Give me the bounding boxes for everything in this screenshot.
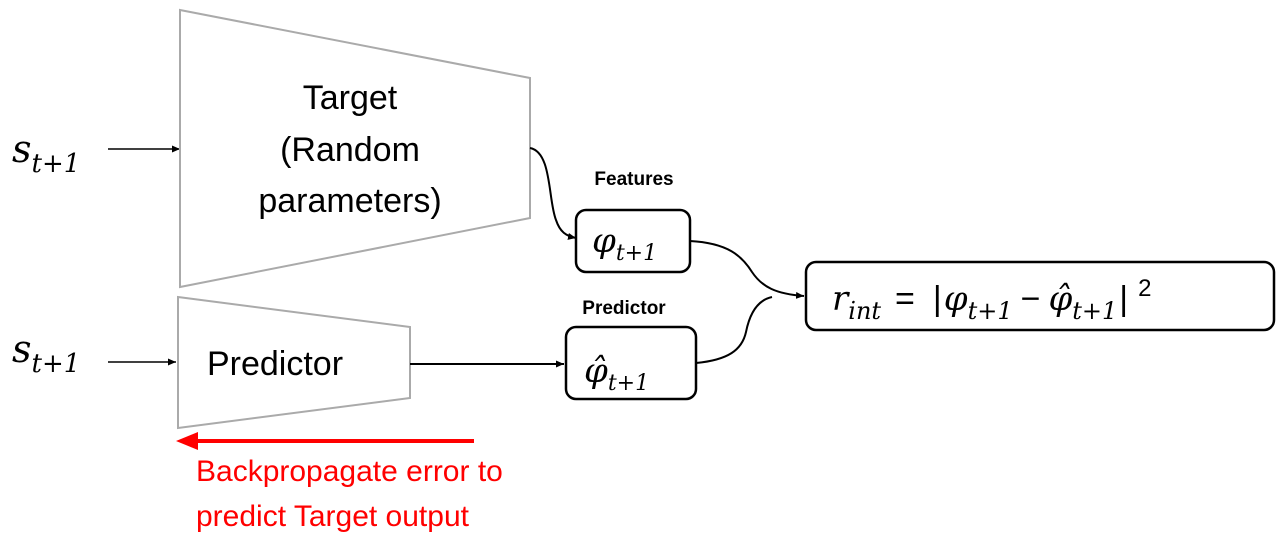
reward-term1: φ — [944, 279, 968, 319]
target-network-shape — [179, 8, 531, 289]
backprop-caption: Backpropagate error to predict Target ou… — [196, 455, 503, 533]
reward-box — [804, 260, 1276, 332]
features-subscript: t+1 — [616, 241, 657, 266]
target-label-line1: Target — [303, 79, 398, 117]
input-bottom: st+1 — [12, 327, 80, 379]
features-to-reward-connector — [689, 240, 805, 299]
input-bottom-subscript: t+1 — [32, 349, 81, 379]
reward-term2-subscript: t+1 — [1072, 297, 1117, 325]
backprop-line2: predict Target output — [196, 500, 470, 533]
predicted-features-symbol: φ̂ — [584, 351, 608, 391]
input-bottom-symbol: s — [12, 327, 32, 371]
svg-text:φ̂t+1: φ̂t+1 — [584, 351, 649, 396]
reward-lhs-subscript: int — [848, 297, 881, 325]
backprop-line1: Backpropagate error to — [196, 455, 503, 488]
svg-text:st+1: st+1 — [12, 327, 80, 379]
reward-minus: − — [1021, 280, 1041, 318]
features-heading: Features — [594, 169, 673, 190]
predictor-network-shape — [177, 295, 411, 430]
target-label-line2: (Random — [280, 131, 420, 169]
reward-lhs: r — [832, 279, 850, 319]
input-top: st+1 — [12, 127, 80, 179]
backprop-arrow — [176, 432, 474, 450]
input-top-symbol: s — [12, 127, 32, 171]
reward-term2: φ̂ — [1048, 279, 1072, 319]
reward-term1-subscript: t+1 — [968, 297, 1013, 325]
predicted-to-reward-connector — [695, 296, 773, 364]
reward-bar-open: | — [933, 280, 942, 318]
predictor-heading: Predictor — [582, 298, 666, 319]
reward-exponent: 2 — [1138, 275, 1151, 302]
target-network-label: Target (Random parameters) — [258, 79, 441, 220]
reward-equals: = — [895, 280, 915, 318]
predicted-features-subscript: t+1 — [608, 371, 649, 396]
reward-formula: rint=|φt+1−φ̂t+1|2 — [832, 275, 1152, 325]
svg-text:st+1: st+1 — [12, 127, 80, 179]
target-to-features-connector — [529, 147, 577, 240]
features-symbol: φ — [592, 221, 616, 261]
input-top-subscript: t+1 — [32, 149, 81, 179]
predictor-network-label: Predictor — [207, 345, 343, 383]
target-label-line3: parameters) — [258, 182, 441, 220]
reward-bar-close: | — [1119, 280, 1128, 318]
svg-text:φt+1: φt+1 — [592, 221, 657, 266]
